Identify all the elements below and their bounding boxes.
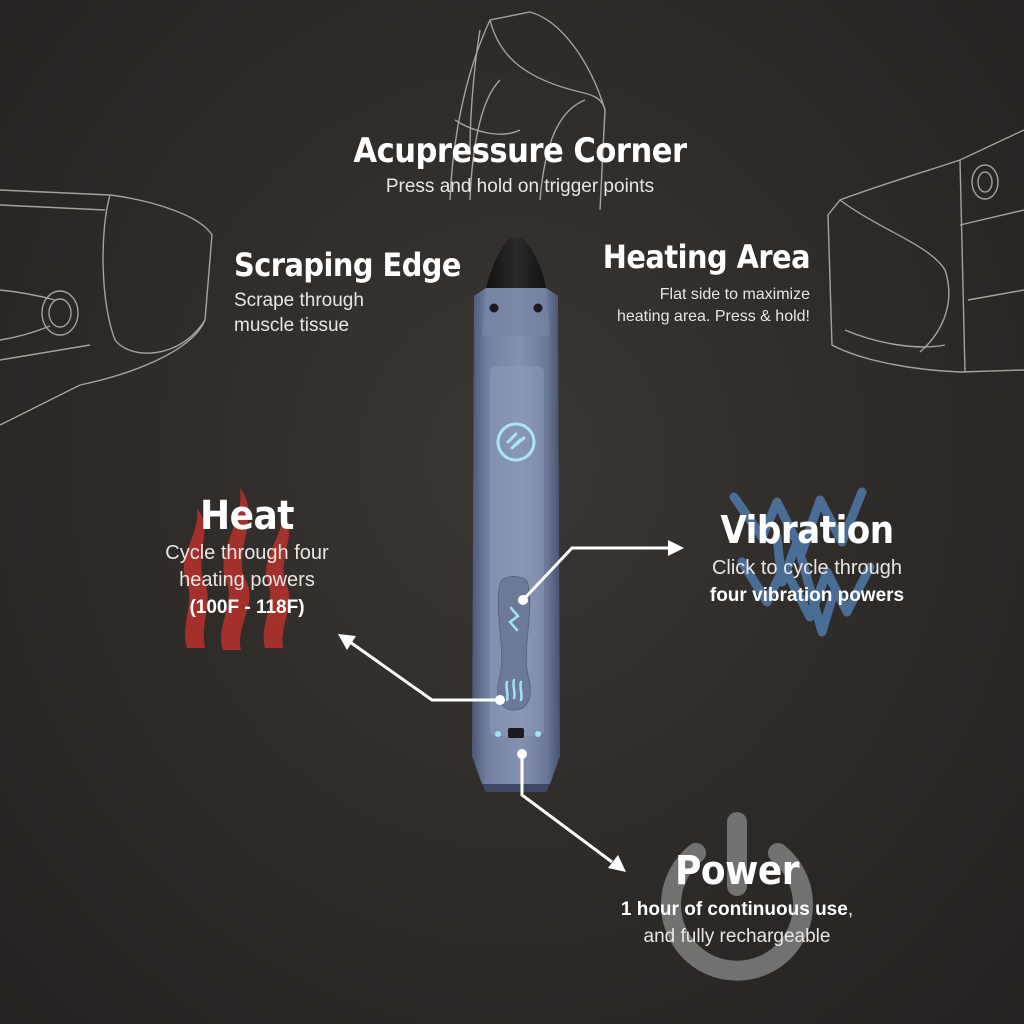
heat-title: Heat [199, 493, 295, 539]
heat-arrow [349, 640, 500, 702]
power-desc-comma: , [847, 899, 854, 920]
heating-area-desc-line1: Flat side to maximize [659, 286, 810, 303]
scraping-callout: Scraping Edge Scrape through muscle tiss… [234, 244, 494, 338]
power-desc-line2: and fully rechargeable [643, 926, 831, 947]
vibration-arrow [521, 546, 670, 602]
heating-area-title: Heating Area [602, 238, 811, 276]
heat-callout: Heat Cycle through four heating powers (… [130, 492, 364, 621]
power-callout: Power 1 hour of continuous use, and full… [586, 846, 888, 950]
vibration-desc-line1: Click to cycle through [711, 557, 903, 579]
sketch-top-acupressure [449, 11, 606, 211]
acupressure-callout: Acupressure Corner Press and hold on tri… [300, 130, 740, 199]
acupressure-title: Acupressure Corner [353, 131, 687, 171]
power-arrow [520, 754, 613, 864]
scraping-desc-line1: Scrape through [234, 290, 364, 311]
power-desc-line1: 1 hour of continuous use, [586, 896, 888, 923]
heating-area-desc-line2: heating area. Press & hold! [616, 308, 810, 325]
sketch-left-scraping [0, 189, 213, 426]
power-desc-bold: 1 hour of continuous use [620, 899, 848, 920]
vibration-callout: Vibration Click to cycle through four vi… [676, 506, 938, 610]
power-title: Power [674, 848, 800, 894]
sketch-right-heating [827, 129, 1024, 373]
heating-area-callout: Heating Area Flat side to maximize heati… [560, 236, 811, 328]
vibration-title: Vibration [720, 508, 894, 552]
massage-device [472, 237, 560, 792]
heat-desc-line2: heating powers [179, 569, 315, 591]
heat-desc-line1: Cycle through four [165, 542, 329, 564]
heat-desc-line3: (100F - 118F) [189, 597, 305, 618]
scraping-title: Scraping Edge [234, 246, 461, 284]
vibration-desc-line2: four vibration powers [709, 585, 905, 606]
power-icon [661, 812, 813, 981]
scraping-desc-line2: muscle tissue [234, 315, 350, 336]
acupressure-desc: Press and hold on trigger points [385, 176, 655, 197]
flame-icon [183, 488, 290, 650]
vibration-zigzag-icon [729, 487, 875, 637]
